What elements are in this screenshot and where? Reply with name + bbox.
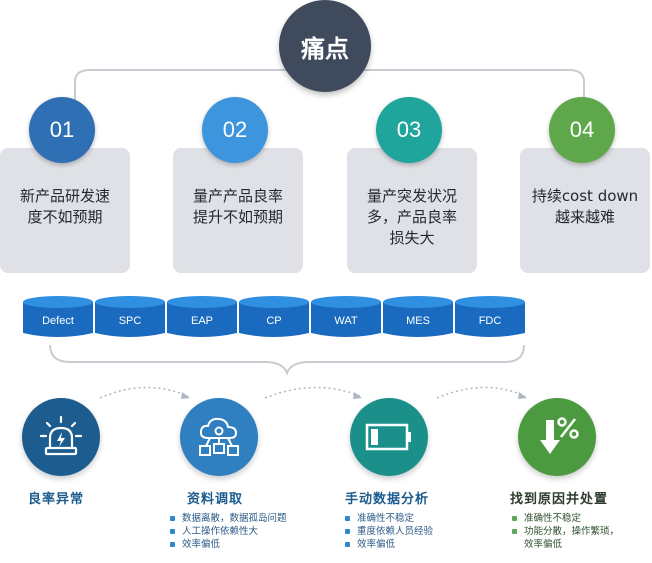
database-label-3: EAP: [190, 315, 213, 327]
database-label-4: CP: [266, 315, 282, 327]
step-circle-4: [518, 398, 596, 476]
database-cylinder-4: [239, 296, 309, 337]
step-circle-2: [180, 398, 258, 476]
database-cylinder-2: [95, 296, 165, 337]
pain-card-4: [520, 148, 650, 273]
pain-card-text-2: 量产产品良率 提升不如预期: [192, 187, 283, 226]
step-bullets-4: 准确性不稳定 功能分散，操作繁琐， 效率偏低: [512, 512, 619, 551]
pain-number-circle-1: 01: [29, 97, 95, 163]
percent-arrow-down-icon: [540, 417, 579, 454]
database-label-5: WAT: [334, 315, 358, 327]
alarm-light-icon: [39, 415, 83, 456]
pain-number-circle-2: 02: [202, 97, 268, 163]
step-title-3: 手动数据分析: [345, 492, 430, 507]
battery-low-icon: [365, 423, 411, 451]
pain-card-text-3: 量产突发状况 多，产品良率 损失大: [366, 187, 457, 247]
pain-number-2: 02: [222, 117, 248, 142]
db-bracket: [49, 344, 525, 376]
step-2-bullet-1: 数据离散，数据孤岛问题: [170, 512, 287, 525]
step-title-4: 找到原因并处置: [510, 492, 609, 507]
step-bullets-3: 准确性不稳定 重度依赖人员经验 效率偏低: [345, 512, 433, 551]
pain-card-3: [347, 148, 477, 273]
page-title: 痛点: [301, 34, 349, 63]
pain-card-1: [0, 148, 130, 273]
step-bullets-2: 数据离散，数据孤岛问题 人工操作依赖性大 效率偏低: [170, 512, 287, 551]
pain-number-circle-4: 04: [549, 97, 615, 163]
database-label-2: SPC: [118, 315, 142, 327]
database-label-6: MES: [406, 315, 430, 327]
step-3-bullet-3: 效率偏低: [345, 538, 433, 551]
step-title-2: 资料调取: [187, 492, 244, 507]
step-4-bullet-2: 功能分散，操作繁琐， 效率偏低: [512, 525, 619, 551]
flow-arrow-3: [436, 386, 526, 399]
step-circle-1: [22, 398, 100, 476]
database-cylinder-6: [383, 296, 453, 337]
database-cylinder-5: [311, 296, 381, 337]
pain-number-3: 03: [396, 117, 422, 142]
step-3-bullet-1: 准确性不稳定: [345, 512, 433, 525]
step-4-bullet-1: 准确性不稳定: [512, 512, 619, 525]
database-label-7: FDC: [478, 315, 502, 327]
pain-number-circle-3: 03: [376, 97, 442, 163]
cloud-network-icon: [199, 417, 239, 456]
flow-arrow-1: [99, 386, 189, 399]
database-cylinder-1: [23, 296, 93, 337]
pain-card-text-1: 新产品研发速 度不如预期: [19, 187, 110, 226]
step-title-1: 良率异常: [28, 492, 85, 507]
pain-number-1: 01: [49, 117, 75, 142]
pain-number-4: 04: [569, 117, 595, 142]
database-cylinder-3: [167, 296, 237, 337]
pain-card-2: [173, 148, 303, 273]
step-2-bullet-3: 效率偏低: [170, 538, 287, 551]
step-circle-3: [350, 398, 428, 476]
database-cylinder-7: [455, 296, 525, 337]
title-circle: 痛点: [279, 0, 371, 92]
flow-arrow-2: [264, 386, 361, 399]
step-3-bullet-2: 重度依赖人员经验: [345, 525, 433, 538]
step-2-bullet-2: 人工操作依赖性大: [170, 525, 287, 538]
database-label-1: Defect: [42, 315, 74, 327]
pain-card-text-4: 持续cost down 越来越难: [531, 187, 639, 226]
